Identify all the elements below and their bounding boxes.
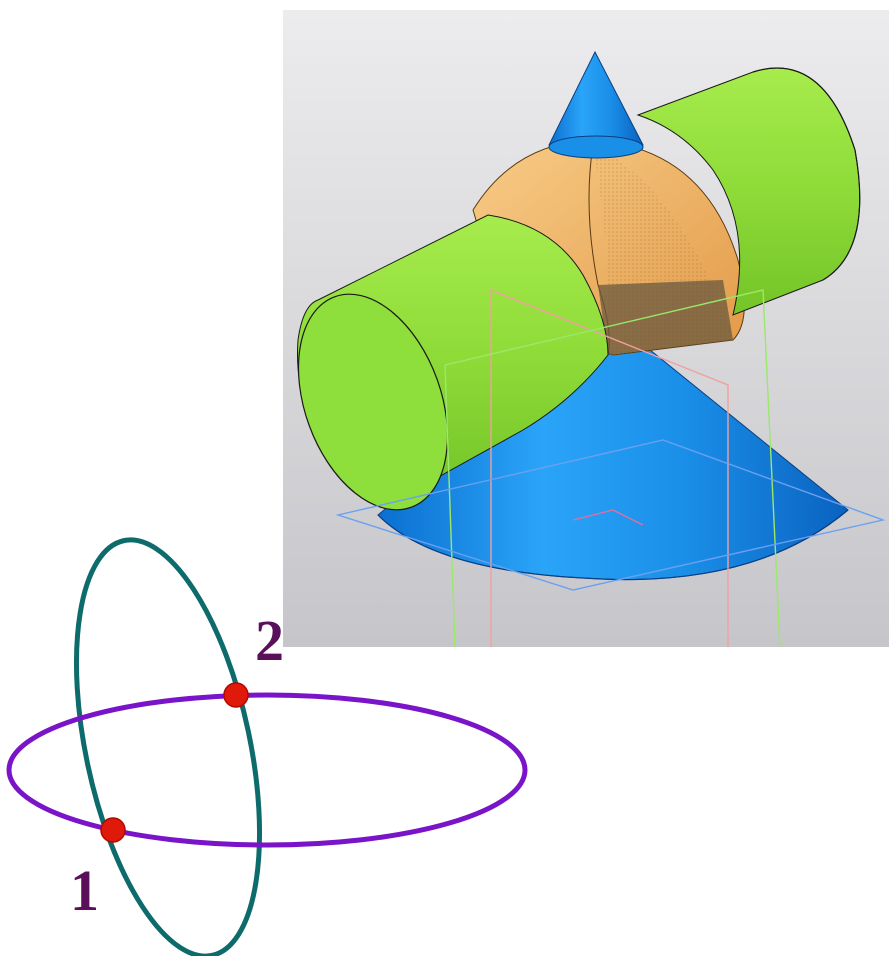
construction-planes xyxy=(335,289,886,647)
top-cone xyxy=(548,50,644,159)
sphere-section xyxy=(472,139,745,356)
point-label-1: 1 xyxy=(70,858,99,923)
right-cylinder xyxy=(636,67,861,316)
axis-origin-mark xyxy=(572,509,644,526)
plane-green-left-edge xyxy=(444,364,456,647)
base-cone xyxy=(377,319,849,581)
intersection-point-2 xyxy=(223,682,249,708)
left-cylinder xyxy=(297,214,609,511)
vertical-ellipse xyxy=(73,537,263,956)
cad-model-render xyxy=(283,10,889,647)
cad-model-viewport xyxy=(283,10,889,647)
plane-blue-base xyxy=(335,439,886,591)
plane-pink-top-edge xyxy=(490,289,729,647)
plane-green-edge xyxy=(444,289,781,647)
intersection-point-1 xyxy=(100,817,126,843)
point-label-2: 2 xyxy=(255,608,284,673)
horizontal-ellipse xyxy=(6,692,528,848)
